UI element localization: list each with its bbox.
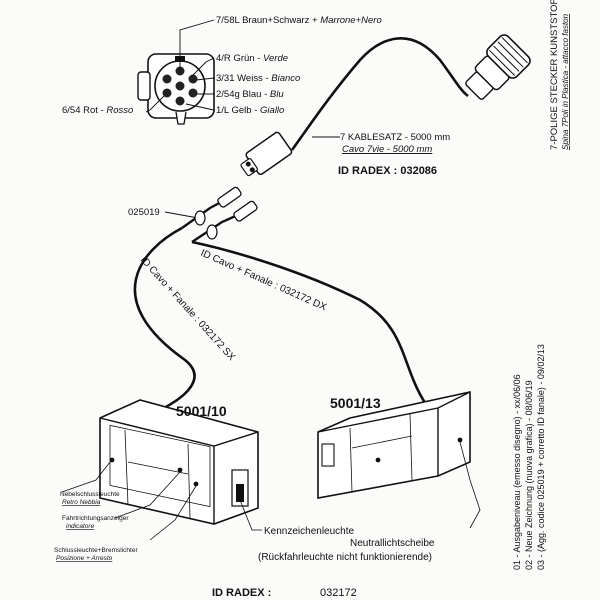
plug-7pin bbox=[465, 34, 531, 100]
junction-box bbox=[240, 131, 293, 177]
svg-text:7-POLIGE STECKER KUNSTSTOFF: 7-POLIGE STECKER KUNSTSTOFF bbox=[549, 0, 560, 150]
footer-id-label: ID RADEX : bbox=[212, 587, 271, 599]
revision-03: 03 - (Agg. codice 025019 + corretto ID f… bbox=[536, 344, 546, 570]
pin-654-label: 6/54 Rot - Rosso bbox=[62, 105, 133, 116]
callout-fog-de: Nebelschlussleuchte bbox=[60, 491, 120, 498]
lamp-right-code: 5001/13 bbox=[330, 395, 381, 411]
revision-02: 02 - Neue Zeichnung (nuova grafica) - 08… bbox=[524, 380, 534, 570]
callout-indicator-it: indicatore bbox=[66, 523, 95, 530]
footer-id-value: 032172 bbox=[320, 587, 357, 599]
cable-dx-label: ID Cavo + Fanale : 032172 DX bbox=[199, 248, 328, 314]
cable-set-it: Cavo 7vie - 5000 mm bbox=[342, 144, 432, 155]
cable-set-de: 7 KABLESATZ - 5000 mm bbox=[340, 132, 450, 143]
cable-sx-label: ID Cavo + Fanale : 032172 SX bbox=[138, 255, 237, 364]
connector-pair bbox=[164, 186, 258, 243]
cable-set-id: ID RADEX : 032086 bbox=[338, 165, 437, 177]
socket-connector bbox=[137, 53, 215, 125]
callout-brake-de: Schlussleuchte+Bremslichter bbox=[54, 547, 138, 554]
svg-text:Spina 7Poli in Plastica - atta: Spina 7Poli in Plastica - attacco faston bbox=[561, 13, 570, 150]
callout-plate: Kennzeichenleuchte bbox=[264, 526, 355, 537]
callout-indicator-de: Fahrtrichtungsanzeiger bbox=[62, 515, 129, 522]
revision-01: 01 - Ausgabeniveau (emesso disegno) - xx… bbox=[512, 374, 522, 570]
callout-leaders bbox=[61, 441, 481, 541]
pin-4r-label: 4/R Grün - Verde bbox=[216, 53, 288, 64]
pin-1l-label: 1/L Gelb - Giallo bbox=[216, 105, 284, 116]
callout-neutral: Neutrallichtscheibe bbox=[350, 538, 435, 549]
pin-254g-label: 2/54g Blau - Blu bbox=[216, 89, 284, 100]
cable-sx bbox=[133, 226, 196, 412]
pin-331-label: 3/31 Weiss - Bianco bbox=[216, 73, 300, 84]
main-cable bbox=[290, 37, 469, 151]
callout-reverse: (Rückfahrleuchte nicht funktionierende) bbox=[258, 552, 432, 563]
pin-758l-label: 7/58L Braun+Schwarz + Marrone+Nero bbox=[216, 15, 382, 26]
callout-brake-it: Posizione + Arresto bbox=[56, 555, 113, 562]
plug-label: 7-POLIGE STECKER KUNSTSTOFF Spina 7Poli … bbox=[549, 0, 570, 150]
connector-code: 025019 bbox=[128, 207, 160, 218]
lamp-left bbox=[99, 399, 259, 525]
lamp-right bbox=[317, 391, 471, 499]
revision-list: 01 - Ausgabeniveau (emesso disegno) - xx… bbox=[512, 344, 546, 570]
cable-dx bbox=[191, 240, 432, 411]
pin-leaders bbox=[145, 19, 215, 113]
callout-fog-it: Retro Nebbia bbox=[62, 499, 101, 506]
lamp-left-code: 5001/10 bbox=[176, 403, 227, 419]
